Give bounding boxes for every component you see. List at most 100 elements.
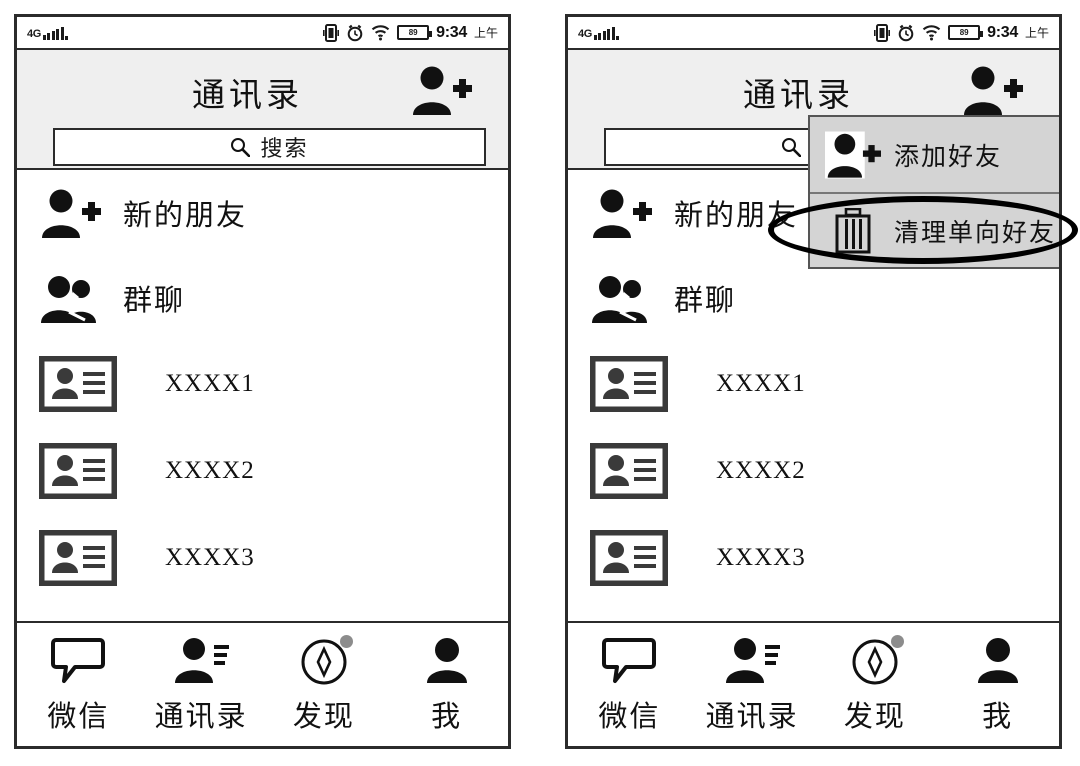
add-person-icon[interactable] — [961, 64, 1023, 116]
battery-level-label: 89 — [408, 27, 418, 37]
vibrate-icon — [874, 23, 891, 42]
tab-discover[interactable]: 发现 — [263, 633, 386, 735]
search-placeholder: 搜索 — [260, 136, 309, 161]
list-item-new-friends[interactable]: 新的朋友 — [17, 170, 508, 255]
clock-ampm: 上午 — [1024, 26, 1049, 40]
battery-level-label: 89 — [959, 27, 969, 37]
menu-item-clean-oneway-friends[interactable]: 清理单向好友 — [810, 192, 1059, 267]
contact-card-icon — [39, 355, 117, 412]
chat-bubble-icon — [51, 633, 106, 687]
page-title: 通讯录 — [743, 78, 854, 114]
bottom-tab-bar: 微信 通讯录 发现 我 — [568, 621, 1059, 746]
list-item-label: 新的朋友 — [123, 199, 248, 232]
phone-screen-after: 4G 89 9:34 上午 通讯录 — [565, 14, 1062, 749]
contact-card-icon — [39, 529, 117, 586]
add-person-icon — [824, 131, 882, 179]
contacts-icon — [723, 633, 781, 687]
person-icon — [975, 633, 1021, 687]
wifi-icon — [922, 24, 941, 41]
battery-indicator: 89 — [397, 25, 433, 40]
battery-indicator: 89 — [948, 25, 984, 40]
list-item-group-chat[interactable]: 群聊 — [17, 255, 508, 340]
contact-card-icon — [39, 442, 117, 499]
clock-ampm: 上午 — [473, 26, 498, 40]
menu-item-add-friend[interactable]: 添加好友 — [810, 117, 1059, 192]
status-bar: 4G 89 9:34 上午 — [17, 17, 508, 50]
search-icon — [781, 137, 802, 158]
menu-item-label: 添加好友 — [894, 143, 1003, 171]
contact-card-icon — [590, 355, 668, 412]
search-input[interactable]: 搜索 — [53, 128, 486, 166]
phone-screen-before: 4G 89 9:34 上午 通讯录 — [14, 14, 511, 749]
add-person-icon — [39, 187, 101, 239]
page-title: 通讯录 — [192, 78, 303, 114]
wifi-icon — [371, 24, 390, 41]
clock-time: 9:34 — [987, 23, 1018, 41]
tab-label: 发现 — [843, 701, 906, 733]
status-bar-right: 89 9:34 上午 — [323, 23, 498, 42]
tab-label: 我 — [982, 701, 1014, 733]
list-item-label: XXXX2 — [165, 456, 255, 484]
alarm-clock-icon — [346, 24, 364, 42]
list-item-label: XXXX3 — [165, 543, 255, 571]
status-bar-right: 89 9:34 上午 — [874, 23, 1049, 42]
list-item-label: XXXX1 — [165, 369, 255, 397]
tab-me[interactable]: 我 — [936, 633, 1059, 735]
contact-list: 新的朋友 群聊 — [17, 170, 508, 601]
list-item-group-chat[interactable]: 群聊 — [568, 255, 1059, 340]
tab-label: 微信 — [598, 701, 661, 733]
tab-label: 微信 — [47, 701, 110, 733]
list-item-contact[interactable]: XXXX3 — [17, 514, 508, 601]
unread-dot-badge — [890, 635, 904, 648]
tab-label: 通讯录 — [154, 701, 248, 733]
unread-dot-badge — [339, 635, 353, 648]
add-person-icon[interactable] — [410, 64, 472, 116]
status-bar-left: 4G — [578, 26, 620, 40]
list-item-contact[interactable]: XXXX1 — [568, 340, 1059, 427]
group-chat-icon — [590, 272, 652, 324]
clock-time: 9:34 — [436, 23, 467, 41]
tab-label: 通讯录 — [705, 701, 799, 733]
tab-discover[interactable]: 发现 — [814, 633, 937, 735]
discover-compass-icon — [850, 633, 904, 687]
tab-wechat[interactable]: 微信 — [568, 633, 691, 735]
add-person-icon — [590, 187, 652, 239]
menu-item-label: 清理单向好友 — [894, 219, 1057, 247]
person-icon — [424, 633, 470, 687]
contact-card-icon — [590, 529, 668, 586]
search-icon — [230, 137, 251, 158]
tab-label: 我 — [431, 701, 463, 733]
contact-card-icon — [590, 442, 668, 499]
tab-contacts[interactable]: 通讯录 — [140, 633, 263, 735]
trash-icon — [824, 207, 882, 254]
header-dropdown-menu: 添加好友 清理单向好友 — [808, 115, 1059, 269]
vibrate-icon — [323, 23, 340, 42]
discover-compass-icon — [299, 633, 353, 687]
app-header: 通讯录 搜索 — [17, 50, 508, 170]
list-item-label: 群聊 — [123, 284, 186, 317]
list-item-label: XXXX1 — [716, 369, 806, 397]
network-type-label: 4G — [578, 27, 592, 40]
tab-me[interactable]: 我 — [385, 633, 508, 735]
status-bar-left: 4G — [27, 26, 69, 40]
group-chat-icon — [39, 272, 101, 324]
signal-bars-icon — [593, 26, 620, 40]
tab-label: 发现 — [292, 701, 355, 733]
chat-bubble-icon — [602, 633, 657, 687]
status-bar: 4G 89 9:34 上午 — [568, 17, 1059, 50]
signal-bars-icon — [42, 26, 69, 40]
network-type-label: 4G — [27, 27, 41, 40]
tab-contacts[interactable]: 通讯录 — [691, 633, 814, 735]
tab-wechat[interactable]: 微信 — [17, 633, 140, 735]
bottom-tab-bar: 微信 通讯录 发现 我 — [17, 621, 508, 746]
list-item-contact[interactable]: XXXX3 — [568, 514, 1059, 601]
list-item-new-friends[interactable]: 新的朋友 — [568, 170, 1059, 255]
list-item-label: XXXX3 — [716, 543, 806, 571]
list-item-contact[interactable]: XXXX2 — [568, 427, 1059, 514]
list-item-label: XXXX2 — [716, 456, 806, 484]
list-item-contact[interactable]: XXXX1 — [17, 340, 508, 427]
list-item-label: 群聊 — [674, 284, 737, 317]
alarm-clock-icon — [897, 24, 915, 42]
list-item-contact[interactable]: XXXX2 — [17, 427, 508, 514]
